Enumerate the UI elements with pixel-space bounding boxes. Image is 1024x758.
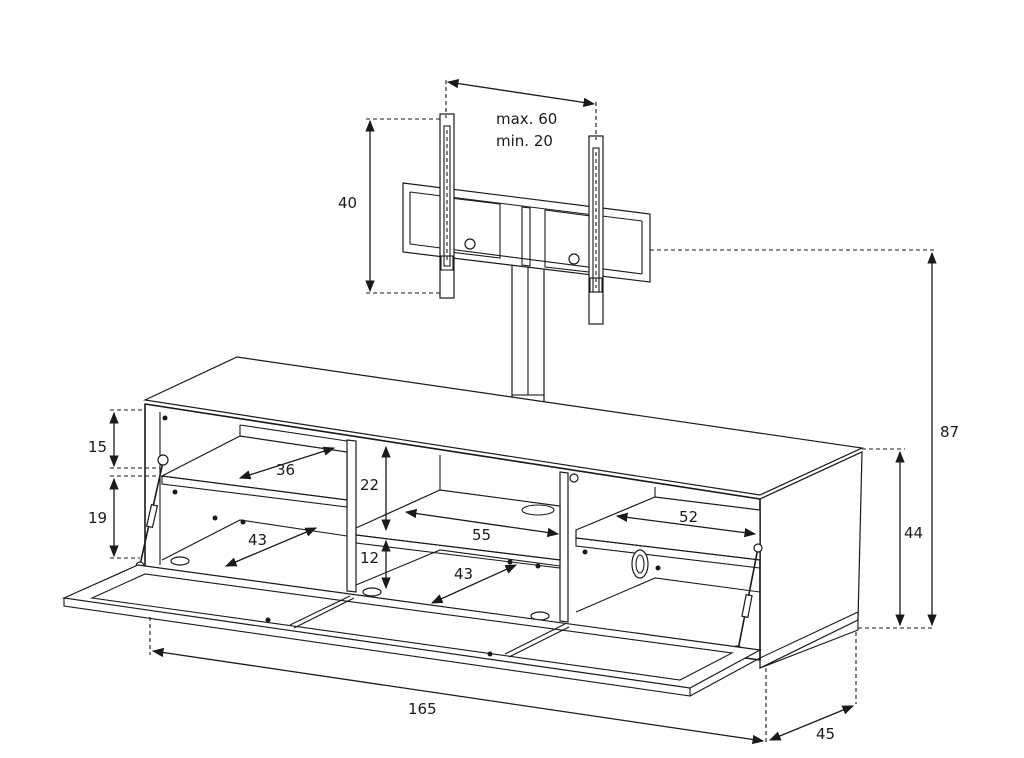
divider-left [346, 439, 357, 593]
gas-strut-right [731, 543, 763, 657]
dimension-lines [109, 78, 937, 745]
fixing-dots [162, 415, 661, 571]
dim-cabinet-width [151, 647, 765, 745]
label-width-max: max. 60 [496, 110, 557, 128]
label-left-top-height: 15 [88, 438, 107, 456]
hinges [170, 473, 746, 658]
label-cabinet-height: 44 [904, 524, 923, 542]
left-shelf [160, 435, 348, 501]
label-right-shelf-depth: 52 [679, 508, 698, 526]
flap-door [61, 564, 762, 697]
vertical-rail-right [588, 135, 604, 325]
dim-mid-floor-depth [430, 564, 518, 604]
tv-bracket [402, 113, 651, 415]
right-shelf [575, 496, 761, 561]
cabinet [61, 356, 865, 697]
vertical-rail-left [439, 113, 455, 299]
dim-left-shelf-depth [238, 446, 336, 480]
label-mid-shelf-depth: 55 [472, 526, 491, 544]
dim-left-floor-depth [224, 527, 318, 567]
label-bracket-height: 40 [338, 194, 357, 212]
label-mid-upper-height: 22 [360, 476, 379, 494]
label-total-height: 87 [940, 423, 959, 441]
label-left-shelf-depth: 36 [276, 461, 295, 479]
dimension-labels: max. 60 min. 20 40 87 44 165 45 15 19 36… [88, 110, 959, 743]
label-left-floor-depth: 43 [248, 531, 267, 549]
dim-right-shelf-depth [615, 512, 757, 538]
dim-cabinet-depth [768, 705, 855, 741]
dim-mid-shelf-depth [404, 508, 560, 538]
dim-width-bracket [446, 78, 596, 108]
gas-strut-left [135, 454, 169, 571]
label-mid-floor-depth: 43 [454, 565, 473, 583]
label-mid-lower-height: 12 [360, 549, 379, 567]
cabinet-top [142, 356, 865, 496]
label-left-bottom-height: 19 [88, 509, 107, 527]
divider-right [559, 471, 569, 623]
label-width-min: min. 20 [496, 132, 553, 150]
label-cabinet-width: 165 [408, 700, 437, 718]
label-cabinet-depth: 45 [816, 725, 835, 743]
mounting-plate [402, 182, 651, 283]
